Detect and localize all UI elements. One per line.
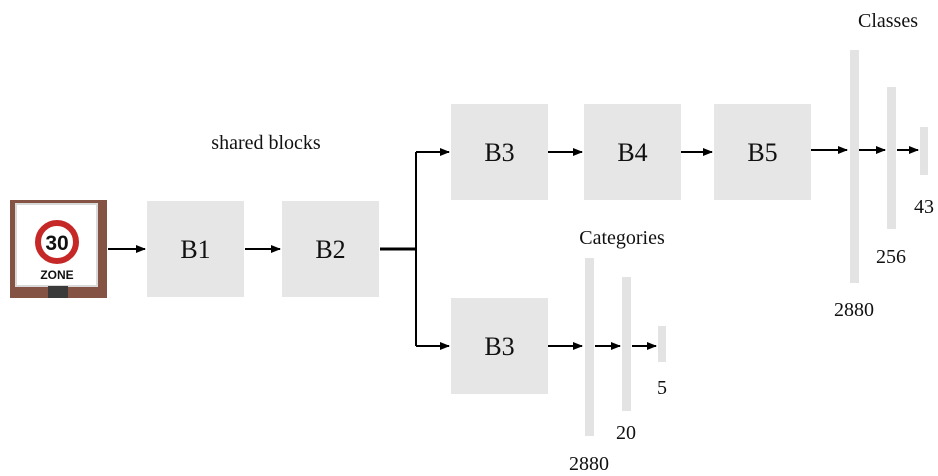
zone-text: ZONE — [40, 268, 73, 282]
block-b2-label: B2 — [315, 235, 345, 264]
block-b5: B5 — [714, 104, 811, 200]
block-classes-b3: B3 — [451, 104, 548, 200]
categories-fc-5 — [658, 326, 666, 362]
arrows — [108, 146, 919, 350]
block-b4-label: B4 — [617, 138, 647, 167]
classes-fc-2880 — [850, 50, 859, 283]
block-b4: B4 — [584, 104, 681, 200]
categories-label: Categories — [579, 227, 665, 249]
categories-fc-2880 — [585, 258, 594, 436]
classes-size-256: 256 — [876, 246, 906, 268]
categories-fc-20 — [622, 277, 631, 411]
categories-size-20: 20 — [616, 422, 636, 444]
block-b1-label: B1 — [180, 235, 210, 264]
block-categories-b3-label: B3 — [484, 332, 514, 361]
categories-size-5: 5 — [657, 377, 667, 399]
block-categories-b3: B3 — [451, 298, 548, 394]
block-b2: B2 — [282, 201, 379, 297]
block-b5-label: B5 — [747, 138, 777, 167]
shared-blocks-label: shared blocks — [211, 132, 321, 154]
speed-limit-number: 30 — [45, 232, 68, 255]
classes-fc-256 — [887, 87, 896, 229]
classes-fc-43 — [920, 127, 928, 175]
categories-size-2880: 2880 — [569, 453, 609, 475]
block-classes-b3-label: B3 — [484, 138, 514, 167]
classes-label: Classes — [858, 10, 918, 32]
input-sign-image: 30 ZONE — [10, 200, 107, 298]
speed-limit-ring — [35, 220, 79, 264]
block-b1: B1 — [147, 201, 244, 297]
classes-size-2880: 2880 — [834, 299, 874, 321]
classes-size-43: 43 — [914, 196, 934, 218]
